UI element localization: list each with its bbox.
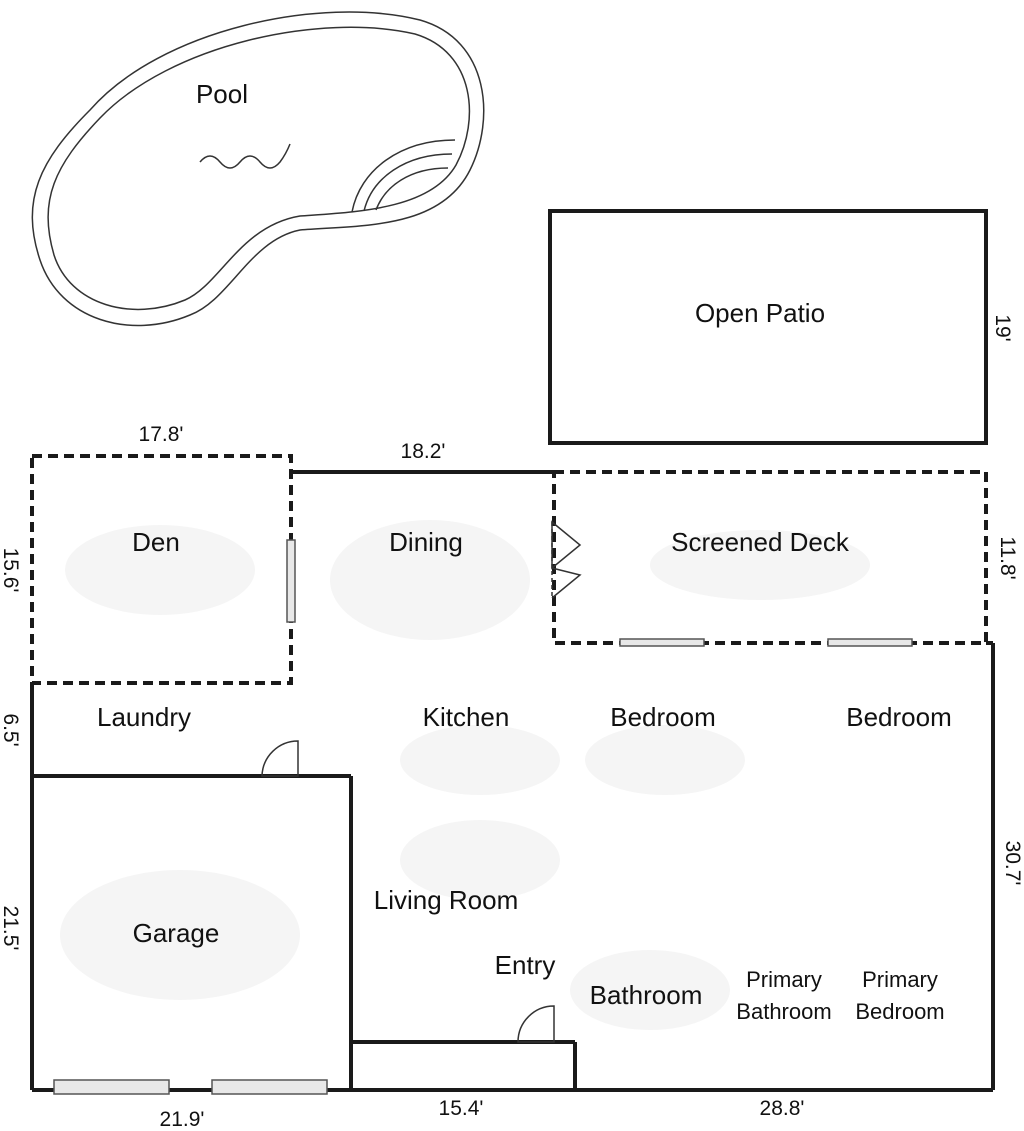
laundry-side-dimension: 6.5' xyxy=(0,713,22,746)
patio-side-dimension: 19' xyxy=(991,314,1014,341)
bedroom-label-1: Bedroom xyxy=(610,702,716,732)
house-right-dimension: 30.7' xyxy=(1001,841,1024,886)
garage-door-swing xyxy=(261,740,299,777)
garage-door-left xyxy=(53,1079,170,1095)
open-patio-label: Open Patio xyxy=(695,298,825,328)
garage-bottom-dimension: 21.9' xyxy=(160,1108,205,1131)
kitchen-label: Kitchen xyxy=(423,702,510,732)
entry-label: Entry xyxy=(495,950,556,980)
deck-french-door xyxy=(551,520,582,599)
den-top-dimension: 17.8' xyxy=(139,423,184,446)
pool xyxy=(31,11,485,327)
open-patio-outline xyxy=(548,209,988,445)
bathroom-label: Bathroom xyxy=(590,980,703,1010)
screened-deck-outline xyxy=(552,470,988,645)
house-bottom-dimension: 28.8' xyxy=(760,1097,805,1120)
garage-door-right xyxy=(211,1079,328,1095)
primary-bathroom-label-line1: Primary xyxy=(746,967,822,992)
deck-window-left xyxy=(619,638,705,647)
dining-label: Dining xyxy=(389,527,463,557)
house-walls xyxy=(30,641,995,1092)
label-highlights xyxy=(60,520,870,1030)
living-room-label: Living Room xyxy=(374,885,519,915)
bedroom-label-2: Bedroom xyxy=(846,702,952,732)
deck-side-dimension: 11.8' xyxy=(996,536,1019,579)
primary-bedroom-label-line2: Bedroom xyxy=(855,999,944,1024)
entry-bottom-dimension: 15.4' xyxy=(439,1097,484,1120)
den-side-dimension: 15.6' xyxy=(0,548,22,593)
den-window xyxy=(286,539,296,623)
garage-side-dimension: 21.5' xyxy=(0,906,22,951)
entry-door-swing xyxy=(517,1005,555,1043)
pool-label: Pool xyxy=(196,79,248,109)
deck-window-right xyxy=(827,638,913,647)
garage-label: Garage xyxy=(133,918,220,948)
laundry-label: Laundry xyxy=(97,702,191,732)
dining-top-dimension: 18.2' xyxy=(401,440,446,463)
primary-bathroom-label-line2: Bathroom xyxy=(736,999,831,1024)
primary-bedroom-label-line1: Primary xyxy=(862,967,938,992)
den-label: Den xyxy=(132,527,180,557)
entry-walls xyxy=(351,1040,577,1090)
screened-deck-label: Screened Deck xyxy=(671,527,850,557)
